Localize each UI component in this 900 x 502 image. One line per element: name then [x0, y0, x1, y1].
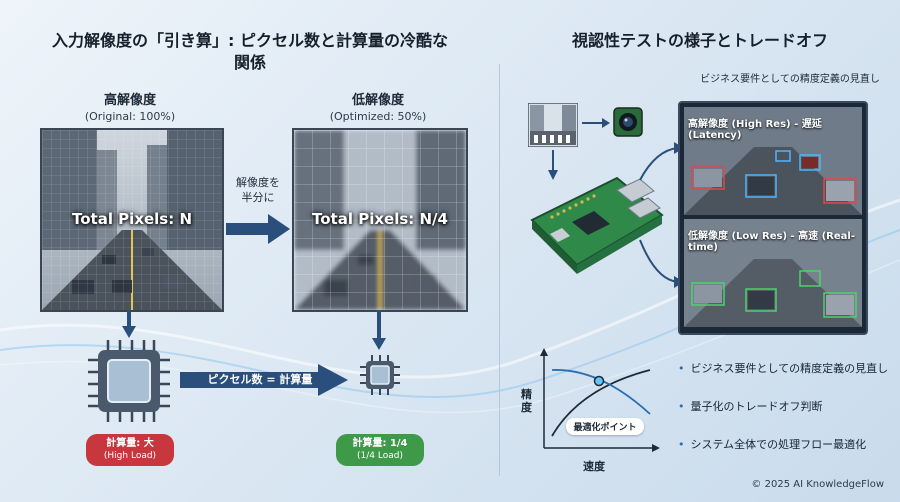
- halve-arrow-icon: [226, 214, 290, 244]
- bullet-text: システム全体での処理フロー最適化: [690, 438, 867, 451]
- chip-arrow-icon: [180, 364, 348, 396]
- arrow-down-icon: [548, 150, 558, 180]
- high-load-sub: (High Load): [103, 451, 157, 461]
- bullet-dot-icon: •: [678, 362, 685, 375]
- high-res-panel-title: 高解像度 (High Res) - 遅延 (Latency): [688, 119, 822, 141]
- city-street-image: [42, 130, 222, 310]
- bullet-dot-icon: •: [678, 438, 685, 451]
- bullet-item: • 量子化のトレードオフ判断: [678, 398, 823, 414]
- high-load-badge: 計算量: 大 (High Load): [86, 434, 174, 466]
- high-res-sublabel: (Original: 100%): [84, 110, 176, 123]
- low-res-panel: 低解像度 (Low Res) - 高速 (Real-time): [684, 219, 862, 327]
- bullet-text: 量子化のトレードオフ判断: [690, 400, 823, 413]
- low-res-label: 低解像度: [351, 93, 404, 108]
- optimal-point-label: 最適化ポイント: [566, 418, 644, 435]
- detection-scene-high: [684, 107, 862, 215]
- optimal-point: [593, 375, 605, 387]
- small-cpu-chip-icon: [360, 355, 400, 395]
- copyright: © 2025 AI KnowledgeFlow: [751, 479, 884, 490]
- left-title-line2: 関係: [233, 53, 266, 72]
- bullet-text: ビジネス要件としての精度定義の見直し: [690, 362, 889, 375]
- low-res-sublabel: (Optimized: 50%): [329, 110, 427, 123]
- left-title: 入力解像度の「引き算」: ピクセル数と計算量の冷酷な 関係: [20, 30, 480, 74]
- curved-arrow-icon: [639, 142, 684, 288]
- low-res-image: Total Pixels: N/4: [292, 128, 468, 312]
- high-load-main: 計算量: 大: [106, 438, 154, 449]
- high-res-pixel-count: Total Pixels: N: [71, 210, 193, 228]
- low-load-sub: (1/4 Load): [357, 451, 403, 461]
- halve-resolution-text: 解像度を 半分に: [226, 175, 290, 205]
- bullet-item: • ビジネス要件としての精度定義の見直し: [678, 360, 888, 376]
- accuracy-curve: [551, 369, 651, 437]
- arrow-right-icon: [582, 118, 610, 128]
- right-caption: ビジネス要件としての精度定義の見直し: [700, 74, 880, 85]
- tradeoff-chart: [540, 348, 660, 452]
- street-thumbnail: [528, 103, 578, 147]
- raspberry-pi-board-icon: [530, 176, 664, 274]
- camera-icon: [613, 107, 643, 137]
- chart-ylabel: 精度: [521, 388, 532, 414]
- large-cpu-chip-icon: [88, 340, 170, 422]
- right-title: 視認性テストの様子とトレードオフ: [571, 31, 828, 50]
- halve-resolution-line2: 半分に: [241, 191, 275, 204]
- left-title-line1: 入力解像度の「引き算」: ピクセル数と計算量の冷酷な: [52, 31, 448, 50]
- low-load-main: 計算量: 1/4: [352, 438, 408, 449]
- detection-scene-low: [684, 219, 862, 327]
- halve-resolution-line1: 解像度を: [236, 176, 280, 189]
- high-res-label: 高解像度: [103, 93, 156, 108]
- down-arrow-icon: [122, 310, 136, 338]
- low-load-badge: 計算量: 1/4 (1/4 Load): [336, 434, 424, 466]
- high-res-panel: 高解像度 (High Res) - 遅延 (Latency): [684, 107, 862, 215]
- high-res-image: Total Pixels: N: [40, 128, 224, 312]
- bullet-dot-icon: •: [678, 400, 685, 413]
- chart-xlabel: 速度: [583, 460, 605, 473]
- low-res-pixel-count: Total Pixels: N/4: [312, 210, 448, 228]
- detection-monitor: 高解像度 (High Res) - 遅延 (Latency) 低解像度 (Low…: [678, 101, 868, 335]
- bullet-item: • システム全体での処理フロー最適化: [678, 436, 866, 452]
- chip-arrow-label: ピクセル数 = 計算量: [207, 373, 313, 386]
- city-street-image-blurred: [294, 130, 466, 310]
- section-divider: [499, 64, 500, 476]
- low-res-panel-title: 低解像度 (Low Res) - 高速 (Real-time): [688, 231, 855, 253]
- down-arrow-icon: [372, 310, 386, 350]
